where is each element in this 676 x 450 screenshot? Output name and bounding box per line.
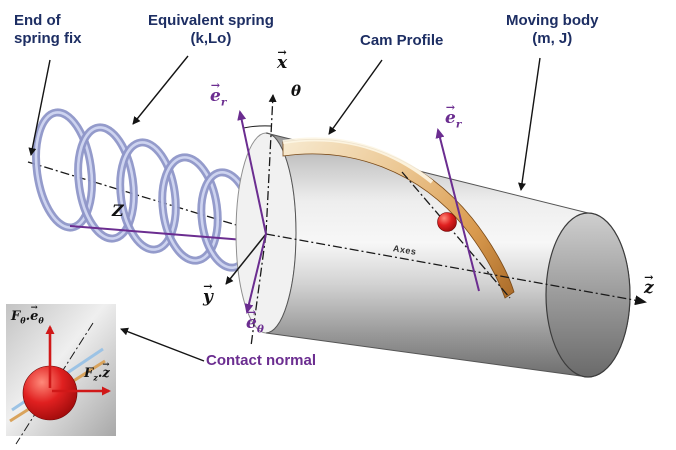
contact-detail-inset xyxy=(6,304,116,445)
callout-arrow-equivalent-spring xyxy=(132,55,189,125)
equivalent-spring-line1: Equivalent spring xyxy=(148,12,274,29)
follower-ball xyxy=(437,212,457,232)
coil-loop xyxy=(118,141,178,251)
equivalent-spring-line2: (k,Lo) xyxy=(190,30,232,48)
z-vector: →z xyxy=(644,269,654,298)
callout-arrow-moving-body xyxy=(518,57,541,191)
vector-arrow-glyph: → xyxy=(102,359,110,370)
callout-arrow-cam-profile xyxy=(328,59,383,135)
moving-body-line2: (m, J) xyxy=(532,30,573,48)
er-contact-label: →er xyxy=(445,99,462,131)
coil-loop xyxy=(34,111,94,229)
er-vector-origin xyxy=(237,110,267,235)
x-vector: →x xyxy=(277,44,288,73)
coil-loop xyxy=(76,126,136,240)
etheta-label: →eθ xyxy=(246,304,264,336)
y-vector-label: →y xyxy=(203,278,213,307)
theta-label: θ xyxy=(291,82,302,100)
end-of-spring-label: End of spring fix xyxy=(14,12,82,49)
x-axis-negative-line xyxy=(250,233,267,347)
vector-arrow-glyph: → xyxy=(203,278,213,293)
main-axis-line xyxy=(265,233,647,306)
force-z-label: Fz.→z xyxy=(84,359,110,383)
vector-arrow-glyph: → xyxy=(644,269,654,284)
cam-profile-band xyxy=(282,137,515,299)
x-axis-arrow xyxy=(265,94,277,235)
x-vector-label: →x xyxy=(277,44,288,73)
coil-loop xyxy=(161,156,219,262)
end-of-spring-line2: spring fix xyxy=(14,30,82,48)
callout-arrow-contact-normal xyxy=(120,327,205,362)
cylinder xyxy=(235,132,631,378)
vector-arrow-glyph: → xyxy=(30,302,38,313)
er-vector-symbol: →e xyxy=(210,77,221,106)
cam-groove-highlight xyxy=(282,137,434,184)
z-displacement-arrow xyxy=(69,225,259,245)
theta-angle-arc xyxy=(243,125,272,129)
etheta-vector xyxy=(244,233,267,314)
equivalent-spring-label: Equivalent spring (k,Lo) xyxy=(148,12,274,49)
spring-axis-line xyxy=(27,161,267,235)
vector-arrow-glyph: → xyxy=(445,99,456,114)
spring-coil xyxy=(32,108,257,272)
etheta-vector-symbol: →e xyxy=(246,304,257,333)
y-vector: →y xyxy=(203,278,213,307)
end-of-spring-line1: End of xyxy=(14,12,61,29)
moving-body-label: Moving body (m, J) xyxy=(506,12,599,49)
vector-arrow-glyph: → xyxy=(210,77,221,92)
vector-arrow-glyph: → xyxy=(277,44,287,59)
callout-arrow-end-of-spring xyxy=(28,59,51,156)
vector-arrow-glyph: → xyxy=(246,304,257,319)
moving-body-line1: Moving body xyxy=(506,12,599,29)
contact-axis-line xyxy=(401,171,511,299)
cylinder-right-face xyxy=(545,212,631,378)
er-vector-contact xyxy=(435,128,480,292)
y-axis-arrow xyxy=(225,233,267,285)
etheta-vector-symbol: →e xyxy=(30,302,39,324)
er-vector-symbol: →e xyxy=(445,99,456,128)
er-origin-label: →er xyxy=(210,77,227,109)
z-vector-label: →z xyxy=(644,269,654,298)
cam-profile-label: Cam Profile xyxy=(360,32,444,49)
spring-axis-z-label: Z xyxy=(112,201,124,220)
contact-normal-label: Contact normal xyxy=(206,352,317,369)
force-theta-label: Fθ.→eθ xyxy=(11,302,44,326)
z-vector-symbol: →z xyxy=(102,359,110,381)
